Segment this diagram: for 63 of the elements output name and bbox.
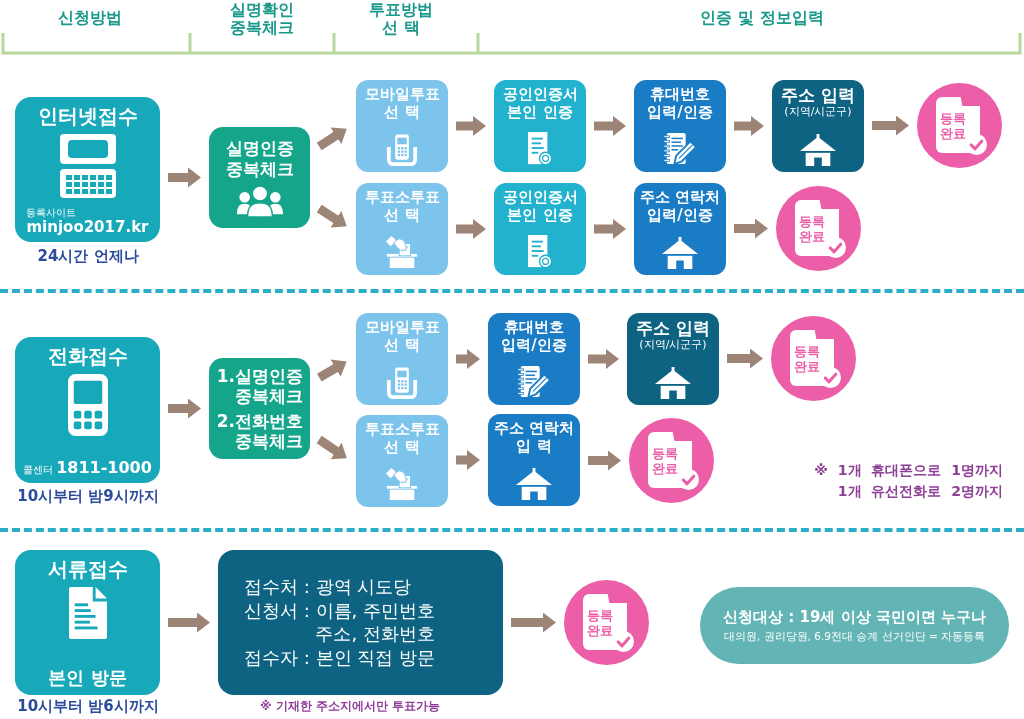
check-title: 2.전화번호 중복체크	[216, 410, 303, 451]
step-title: 공인인증서 본인 인증	[501, 85, 579, 121]
info-line: 접수자 : 본인 직접 방문	[244, 647, 436, 670]
status-text: 등록 완료	[587, 609, 613, 639]
step-tile	[356, 313, 448, 405]
channel-title: 서류접수	[47, 557, 128, 581]
step-tile	[356, 80, 448, 172]
step-title: 모바일투표 선 택	[363, 318, 441, 354]
channel-detail: minjoo2017.kr	[26, 218, 149, 236]
step-title: 주소 입력	[781, 85, 855, 106]
step-tile	[488, 414, 580, 506]
channel-caption: 콜센터	[23, 463, 54, 476]
channel-panel	[15, 97, 160, 242]
step-subtitle: (지역/시군구)	[639, 338, 707, 352]
step-title: 주소 연락처 입 력	[492, 419, 576, 455]
info-panel	[218, 550, 503, 695]
step-title: 투표소투표 선 택	[363, 420, 441, 456]
column-header: 신청방법	[58, 9, 122, 28]
info-line: 신청서 : 이름, 주민번호 주소, 전화번호	[244, 600, 436, 645]
step-title: 주소 연락처 입력/인증	[638, 188, 722, 224]
footnote: ※ 1개 휴대폰으로 1명까지	[814, 461, 1003, 480]
step-tile	[772, 80, 864, 172]
step-title: 공인인증서 본인 인증	[501, 188, 579, 224]
step-title: 휴대번호 입력/인증	[500, 318, 568, 354]
verification-panel	[209, 358, 310, 459]
footnote: ※ 기재한 주소지에서만 투표가능	[259, 699, 441, 714]
status-text: 등록 완료	[794, 345, 820, 375]
hours-text: 10시부터 밤6시까지	[17, 697, 159, 716]
footnote: 1개 유선전화로 2명까지	[837, 482, 1003, 501]
column-header: 실명확인 중복체크	[229, 1, 295, 38]
eligibility-note: 대의원, 권리당원, 6.9전대 승계 선거인단 = 자동등록	[723, 630, 986, 643]
channel-detail: 본인 방문	[48, 667, 127, 689]
step-tile	[494, 183, 586, 275]
step-tile	[627, 313, 719, 405]
channel-panel	[15, 337, 160, 483]
info-line: 접수처 : 광역 시도당	[244, 575, 413, 598]
step-title: 휴대번호 입력/인증	[646, 85, 714, 121]
channel-detail: 1811-1000	[56, 457, 152, 477]
step-tile	[488, 313, 580, 405]
channel-title: 전화접수	[47, 344, 128, 368]
step-tile	[634, 183, 726, 275]
status-text: 등록 완료	[652, 447, 678, 477]
channel-caption: 등록사이트	[26, 206, 77, 218]
status-text: 등록 완료	[799, 215, 825, 245]
check-title: 1.실명인증 중복체크	[216, 366, 303, 407]
step-tile	[356, 183, 448, 275]
step-title: 모바일투표 선 택	[363, 85, 441, 121]
status-text: 등록 완료	[940, 112, 966, 142]
column-header: 인증 및 정보입력	[700, 9, 824, 28]
channel-panel	[15, 550, 160, 695]
hours-text: 24시간 언제나	[37, 247, 139, 266]
verification-panel	[209, 127, 310, 228]
step-tile	[356, 415, 448, 507]
channel-title: 인터넷접수	[37, 104, 138, 128]
check-title: 실명인증 중복체크	[224, 138, 295, 179]
eligibility-title: 신청대상 : 19세 이상 국민이면 누구나	[723, 608, 986, 627]
step-subtitle: (지역/시군구)	[784, 105, 852, 119]
step-title: 주소 입력	[636, 318, 710, 339]
column-header: 투표방법 선 택	[368, 1, 434, 38]
hours-text: 10시부터 밤9시까지	[17, 487, 159, 506]
step-title: 투표소투표 선 택	[363, 188, 441, 224]
step-tile	[634, 80, 726, 172]
step-tile	[494, 80, 586, 172]
